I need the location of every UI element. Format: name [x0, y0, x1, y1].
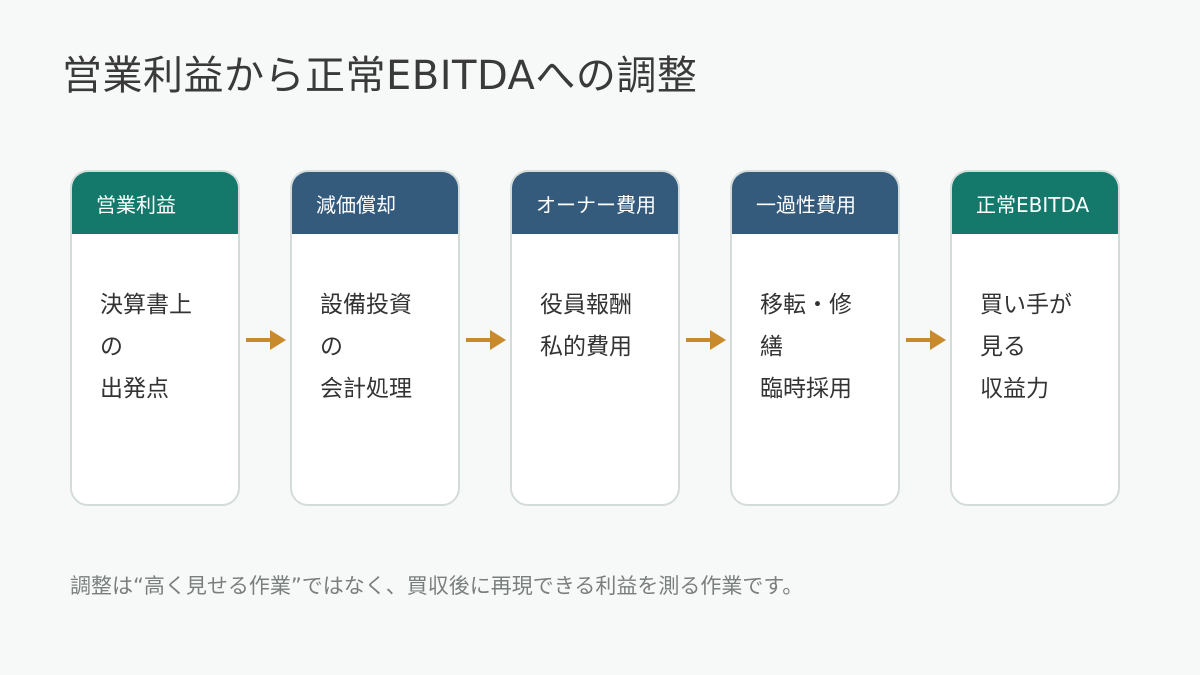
step-header: オーナー費用 [512, 172, 678, 234]
adjustment-flow: 営業利益 決算書上 の 出発点 減価償却 設備投資 の 会計処理 オーナー費用 … [70, 170, 1120, 506]
step-body: 役員報酬 私的費用 [512, 234, 678, 368]
arrow-right-icon [906, 330, 946, 350]
step-header: 正常EBITDA [952, 172, 1118, 234]
step-body: 決算書上 の 出発点 [72, 234, 238, 410]
step-line: 会計処理 [320, 376, 412, 402]
step-line: 臨時採用 [760, 376, 852, 402]
step-line: 買い手が [980, 292, 1072, 318]
step-card-normalized-ebitda: 正常EBITDA 買い手が 見る 収益力 [950, 170, 1120, 506]
step-line: 決算書上 [100, 292, 192, 318]
footer-note: 調整は“高く見せる作業”ではなく、買収後に再現できる利益を測る作業です。 [70, 574, 804, 598]
step-card-depreciation: 減価償却 設備投資 の 会計処理 [290, 170, 460, 506]
step-line: の [320, 334, 343, 360]
step-line: 繕 [760, 334, 783, 360]
step-line: 収益力 [980, 376, 1049, 402]
step-body: 設備投資 の 会計処理 [292, 234, 458, 410]
step-line: 見る [980, 334, 1026, 360]
step-body: 買い手が 見る 収益力 [952, 234, 1118, 410]
step-line: 移転・修 [760, 292, 852, 318]
page-title: 営業利益から正常EBITDAへの調整 [62, 53, 698, 99]
step-header: 営業利益 [72, 172, 238, 234]
step-line: 役員報酬 [540, 292, 632, 318]
step-card-one-time-expenses: 一過性費用 移転・修 繕 臨時採用 [730, 170, 900, 506]
arrow-right-icon [246, 330, 286, 350]
step-body: 移転・修 繕 臨時採用 [732, 234, 898, 410]
arrow-right-icon [686, 330, 726, 350]
step-line: 私的費用 [540, 334, 632, 360]
step-header: 減価償却 [292, 172, 458, 234]
step-line: の [100, 334, 123, 360]
step-header: 一過性費用 [732, 172, 898, 234]
arrow-right-icon [466, 330, 506, 350]
step-card-operating-profit: 営業利益 決算書上 の 出発点 [70, 170, 240, 506]
step-line: 設備投資 [320, 292, 412, 318]
step-card-owner-expenses: オーナー費用 役員報酬 私的費用 [510, 170, 680, 506]
step-line: 出発点 [100, 376, 169, 402]
